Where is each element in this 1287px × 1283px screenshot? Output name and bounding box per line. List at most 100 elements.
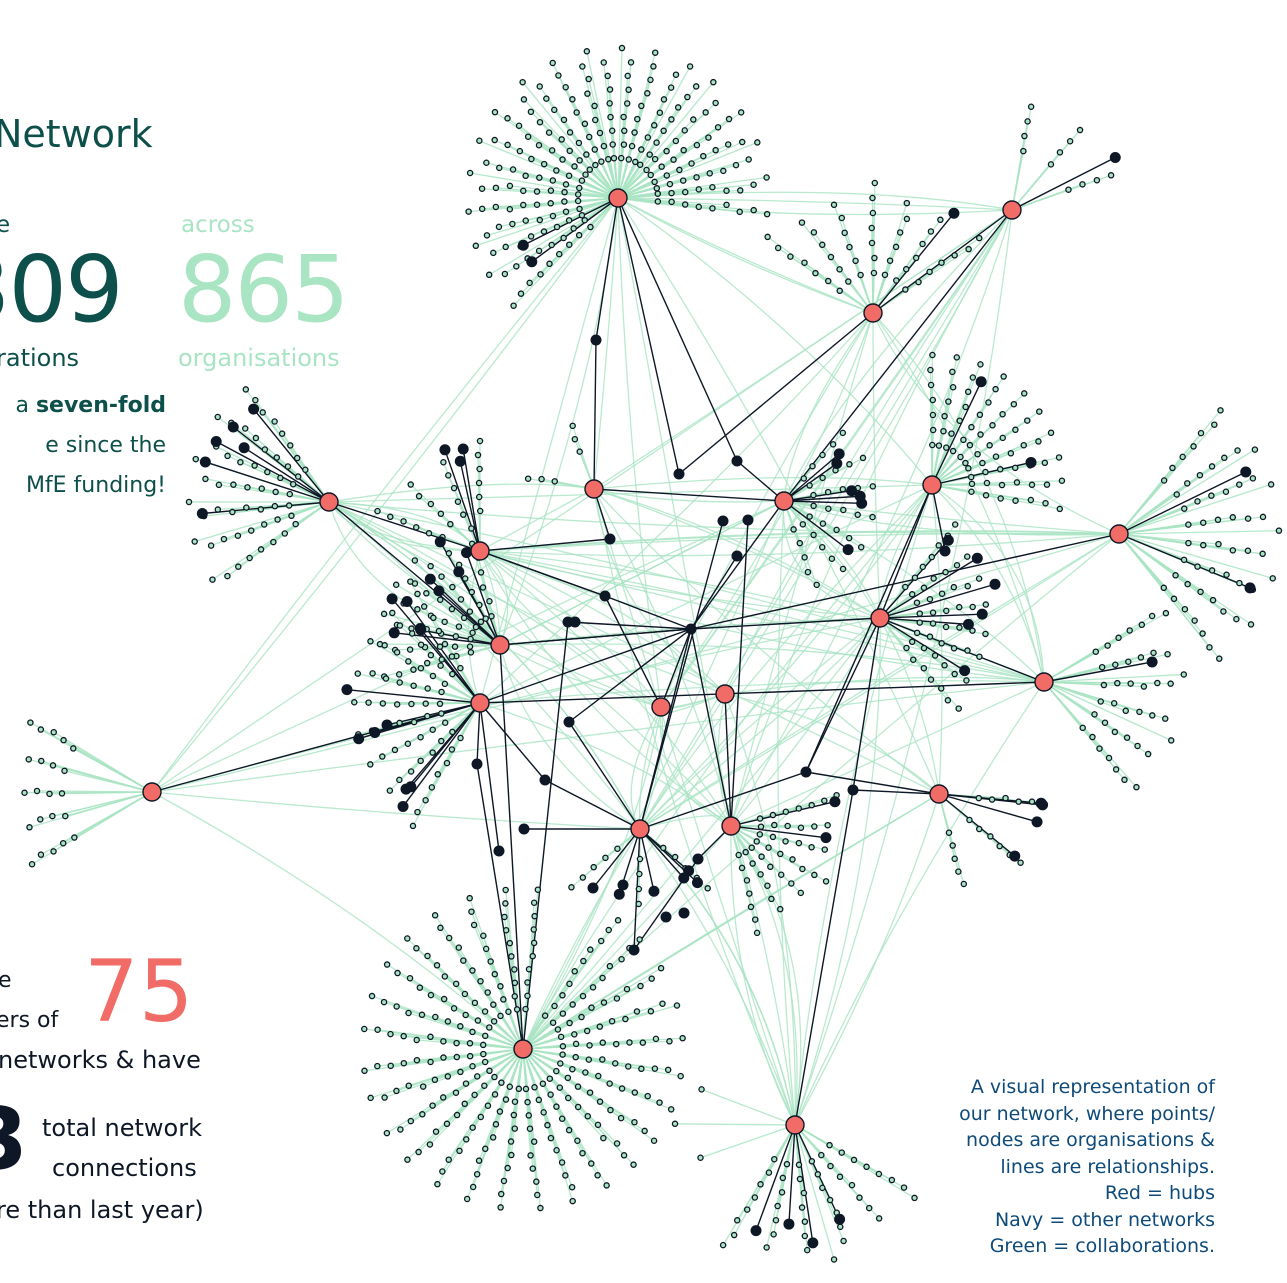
organisation-node [850, 1156, 858, 1164]
organisation-node [940, 427, 947, 435]
collaboration-edge [639, 828, 796, 1126]
organisation-node [457, 1068, 464, 1076]
organisation-node [977, 431, 984, 438]
organisation-node [1275, 527, 1283, 534]
collaboration-edge [499, 644, 641, 830]
collaboration-edge [872, 312, 1045, 683]
collaboration-edge [617, 176, 767, 199]
organisation-node [695, 203, 703, 211]
organisation-node [810, 491, 817, 499]
organisation-node [666, 180, 674, 188]
organisation-node [822, 878, 830, 885]
network-node [1035, 797, 1047, 809]
organisation-node [996, 466, 1004, 473]
organisation-node [779, 1174, 787, 1182]
organisation-node [533, 1178, 540, 1185]
collaboration-edge [498, 197, 619, 228]
hub-node [922, 475, 942, 495]
organisation-node [606, 100, 613, 107]
organisation-node [586, 1042, 593, 1049]
organisation-node [546, 260, 553, 268]
organisation-node [522, 1005, 529, 1013]
organisation-node [808, 843, 815, 851]
organisation-node [827, 253, 835, 261]
organisation-node [664, 1066, 672, 1074]
network-edge [755, 1124, 796, 1231]
network-node [341, 684, 353, 696]
organisation-node [797, 889, 805, 897]
collaboration-edge [40, 791, 153, 820]
organisation-node [596, 1098, 604, 1105]
organisation-node [964, 388, 972, 396]
organisation-node [517, 290, 525, 297]
organisation-node [695, 186, 703, 193]
network-edge [604, 595, 692, 630]
organisation-node [466, 894, 473, 902]
organisation-node [790, 526, 797, 533]
organisation-node [427, 651, 435, 659]
organisation-node [412, 524, 420, 531]
collaboration-edge [1043, 652, 1154, 683]
organisation-node [449, 583, 456, 591]
organisation-node [1047, 161, 1055, 168]
organisation-node [1172, 572, 1179, 579]
collaboration-edge [513, 197, 619, 307]
organisation-node [374, 1062, 381, 1070]
organisation-node [1058, 477, 1066, 484]
organisation-node [1065, 186, 1072, 193]
organisation-node [524, 133, 532, 140]
organisation-node [463, 1136, 470, 1143]
organisation-node [926, 268, 933, 276]
organisation-node [502, 243, 509, 251]
organisation-node [938, 640, 945, 647]
organisation-node [1020, 441, 1028, 449]
organisation-node [968, 488, 975, 495]
organisation-node [648, 975, 655, 982]
organisation-node [719, 1241, 727, 1249]
organisation-node [737, 109, 745, 116]
organisation-node [474, 451, 482, 459]
network-edge [205, 461, 330, 503]
network-node [1025, 456, 1037, 468]
organisation-node [441, 680, 449, 688]
organisation-node [586, 1089, 594, 1096]
organisation-node [224, 452, 231, 460]
organisation-node [474, 1017, 482, 1024]
collaboration-edge [1043, 681, 1171, 685]
network-edge [406, 601, 481, 704]
organisation-node [736, 208, 743, 216]
organisation-node [643, 166, 650, 174]
organisation-node [504, 141, 511, 149]
organisation-node [558, 136, 565, 143]
organisation-node [551, 478, 558, 485]
organisation-node [1125, 658, 1132, 666]
organisation-node [909, 656, 917, 663]
organisation-node [569, 422, 576, 430]
organisation-node [1104, 642, 1111, 649]
hub-node [651, 697, 671, 717]
network-node [807, 1237, 819, 1249]
organisation-node [926, 595, 934, 603]
organisation-node [647, 1008, 655, 1015]
collaboration-edge [931, 484, 1045, 683]
organisation-node [1024, 417, 1031, 424]
network-edge [232, 426, 330, 503]
organisation-node [838, 214, 846, 222]
organisation-node [564, 1094, 572, 1102]
organisation-node [477, 977, 484, 985]
collaboration-edge [872, 183, 876, 314]
organisation-node [258, 485, 265, 492]
organisation-node [966, 441, 974, 449]
organisation-node [956, 624, 963, 631]
organisation-node [33, 787, 41, 795]
organisation-node [508, 953, 515, 960]
hub-node [470, 541, 490, 561]
organisation-node [435, 627, 443, 635]
network-node [692, 853, 704, 865]
organisation-node [417, 757, 424, 765]
organisation-node [985, 399, 992, 406]
organisation-node [796, 1175, 804, 1183]
network-edge [1011, 156, 1116, 211]
organisation-node [1164, 650, 1171, 658]
organisation-node [586, 166, 594, 173]
